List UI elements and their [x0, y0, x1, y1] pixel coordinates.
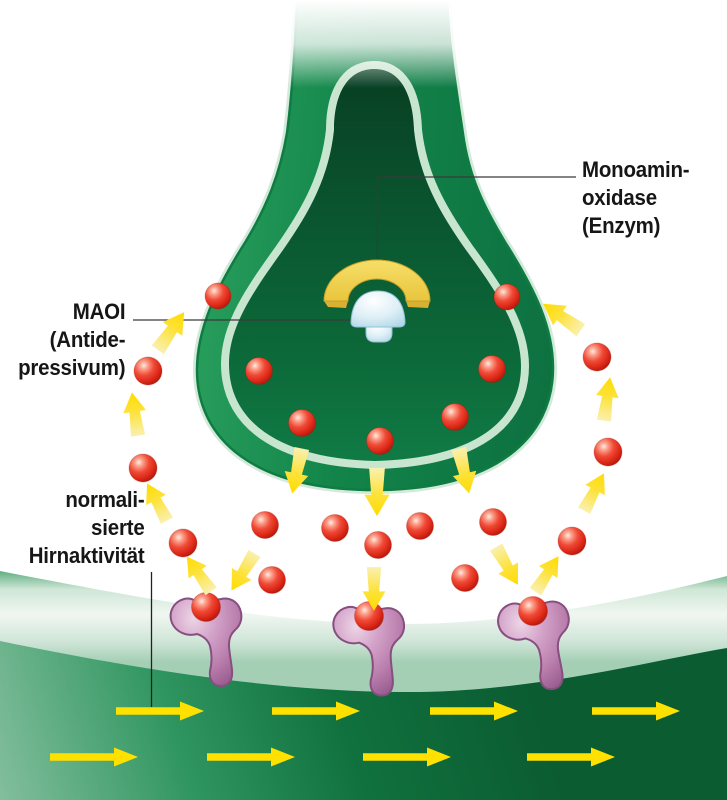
activity-arrow-icon: [116, 701, 204, 721]
activity-arrow-head: [336, 701, 360, 721]
activity-arrow-icon: [207, 747, 295, 767]
activity-arrow-icon: [527, 747, 615, 767]
recycle-arrow-icon: [526, 550, 568, 598]
recycle-arrow-icon: [592, 375, 622, 423]
neurotransmitter-dot: [493, 283, 521, 311]
maoi-label-line: pressivum): [17, 355, 125, 380]
neurotransmitter-dot: [593, 437, 623, 467]
neurotransmitter-dot: [168, 528, 198, 558]
neurotransmitter-dot: [478, 355, 506, 383]
neurotransmitter-dot: [557, 526, 587, 556]
maoi-cap: [350, 290, 406, 328]
maoi-label-line: MAOI: [72, 299, 125, 324]
activity-arrow-shaft: [116, 707, 180, 715]
enzyme-leader-line: [376, 176, 576, 266]
release-arrow-icon: [221, 547, 265, 597]
activity-arrow-icon: [363, 747, 451, 767]
enzyme-label-line: oxidase: [582, 185, 657, 210]
neurotransmitter-dot: [251, 511, 279, 539]
recycle-arrow-icon: [147, 305, 195, 357]
neurotransmitter-dot: [451, 564, 479, 592]
neurotransmitter-dot: [441, 403, 469, 431]
activity-label: normali- sierte Hirnaktivität: [29, 486, 145, 570]
activity-arrow-head: [427, 747, 451, 767]
neurotransmitter-dot: [288, 409, 316, 437]
enzyme-arc-end-left: [324, 301, 348, 308]
maoi-label-line: (Antide-: [49, 327, 125, 352]
neurotransmitter-dot: [518, 596, 548, 626]
neurotransmitter-dot: [479, 508, 507, 536]
activity-arrow-shaft: [363, 753, 427, 761]
recycle-arrow-icon: [120, 390, 150, 438]
neurotransmitter-dot: [204, 282, 232, 310]
neurotransmitter-dot: [366, 427, 394, 455]
activity-arrows: [50, 701, 680, 767]
activity-arrow-head: [114, 747, 138, 767]
activity-arrow-head: [180, 701, 204, 721]
neurotransmitters: [128, 282, 623, 631]
activity-arrow-shaft: [50, 753, 114, 761]
neurotransmitter-dot: [354, 601, 384, 631]
activity-arrow-shaft: [592, 707, 656, 715]
enzyme-label: Monoamin- oxidase (Enzym): [582, 156, 690, 240]
maoi-molecule-icon: [350, 290, 406, 343]
axon-top-fade: [275, 0, 475, 88]
mao-enzyme-arc-icon: [323, 259, 431, 308]
neurotransmitter-dot: [321, 514, 349, 542]
activity-arrow-icon: [430, 701, 518, 721]
neurotransmitter-dot: [245, 357, 273, 385]
activity-label-line: normali-: [65, 487, 145, 512]
activity-arrow-head: [494, 701, 518, 721]
axon-terminal: [192, 0, 558, 495]
recycle-arrow-icon: [574, 468, 614, 516]
neurotransmitter-dot: [406, 512, 434, 540]
activity-label-line: Hirnaktivität: [29, 543, 145, 568]
activity-arrow-head: [591, 747, 615, 767]
activity-arrow-icon: [592, 701, 680, 721]
activity-arrow-shaft: [527, 753, 591, 761]
neurotransmitter-dot: [128, 453, 158, 483]
neurotransmitter-dot: [258, 566, 286, 594]
activity-arrow-shaft: [272, 707, 336, 715]
neurotransmitter-dot: [191, 592, 221, 622]
neurotransmitter-dot: [133, 356, 163, 386]
neurotransmitter-dot: [364, 531, 392, 559]
activity-arrow-shaft: [207, 753, 271, 761]
activity-arrow-head: [271, 747, 295, 767]
activity-label-line: sierte: [91, 515, 146, 540]
enzyme-arc-end-right: [406, 301, 430, 308]
enzyme-label-line: Monoamin-: [582, 157, 690, 182]
activity-arrow-shaft: [430, 707, 494, 715]
activity-arrow-icon: [50, 747, 138, 767]
release-arrow-icon: [486, 541, 528, 591]
enzyme-arc-body: [323, 259, 431, 302]
maoi-label: MAOI (Antide- pressivum): [18, 298, 125, 382]
neurotransmitter-dot: [582, 342, 612, 372]
activity-arrow-head: [656, 701, 680, 721]
activity-arrow-icon: [272, 701, 360, 721]
enzyme-label-line: (Enzym): [582, 213, 661, 238]
